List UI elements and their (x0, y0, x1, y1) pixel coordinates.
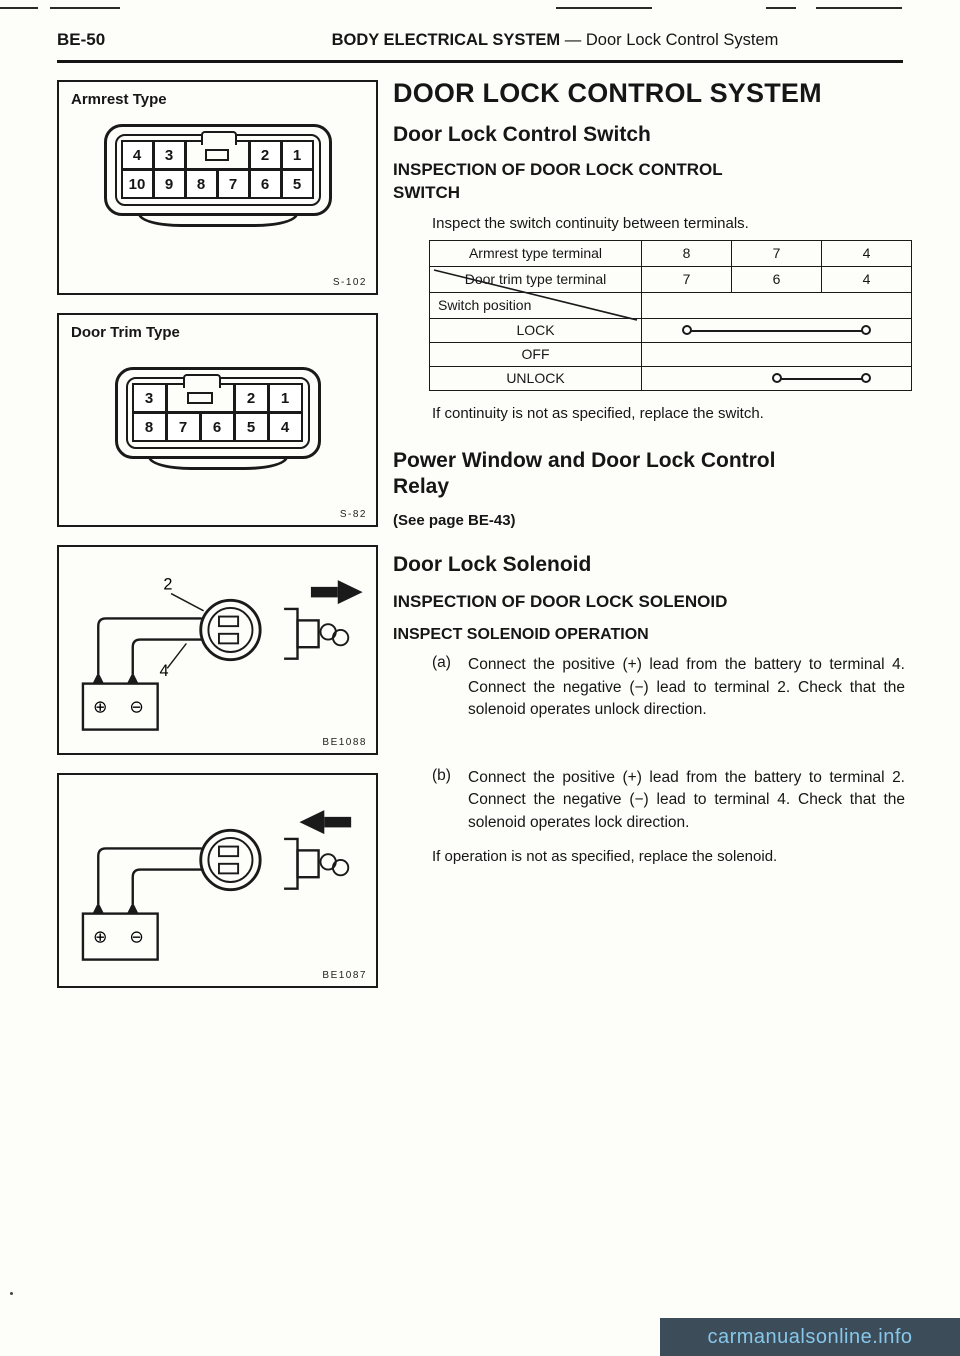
terminal-cell: 7 (731, 239, 822, 267)
pin-cell: 2 (233, 383, 269, 413)
relay-section-title: Power Window and Door Lock Control Relay (393, 448, 776, 499)
scan-artifact-line (816, 7, 902, 9)
table-row-unlock: UNLOCK (429, 365, 642, 391)
figure-ref: BE1087 (322, 970, 367, 981)
pin-cell: 8 (131, 412, 167, 442)
header-section-title: BODY ELECTRICAL SYSTEM (331, 31, 561, 49)
table-row-lock: LOCK (429, 317, 642, 343)
pin-cell: 8 (184, 169, 218, 199)
pin-cell: 9 (152, 169, 186, 199)
figure-solenoid-unlock-test: ⊕ ⊖ 2 4 BE1088 (57, 545, 378, 755)
solenoid-section-title: Door Lock Solenoid (393, 553, 592, 577)
lock-direction-arrow-icon (298, 810, 351, 835)
continuity-lock (641, 317, 912, 343)
pin-cell: 3 (152, 140, 186, 170)
solenoid-note: If operation is not as specified, replac… (432, 848, 778, 866)
terminal-cell: 4 (821, 239, 912, 267)
switch-section-title: Door Lock Control Switch (393, 123, 651, 146)
main-title: DOOR LOCK CONTROL SYSTEM (393, 78, 822, 108)
battery-minus-icon: ⊖ (129, 926, 143, 946)
connector-latch-icon (165, 374, 235, 413)
continuity-terminal-icon (861, 373, 872, 384)
figure-door-trim-connector: Door Trim Type 3 2 1 8 7 6 5 4 (57, 313, 378, 527)
terminal-2-label: 2 (163, 576, 172, 594)
figure-ref: S-82 (339, 509, 367, 520)
pin-cell: 6 (199, 412, 235, 442)
solenoid-step-b: (b) Connect the positive (+) lead from t… (432, 767, 905, 834)
pin-cell: 10 (120, 169, 154, 199)
table-header-armrest: Armrest type terminal (429, 239, 642, 267)
battery-plus-icon: ⊕ (92, 696, 106, 716)
watermark: carmanualsonline.info (660, 1318, 960, 1356)
page-header: BE-50 BODY ELECTRICAL SYSTEM — Door Lock… (57, 30, 903, 50)
step-label: (b) (432, 766, 451, 784)
pin-cell: 5 (280, 169, 314, 199)
connector-boot (147, 457, 288, 470)
figure-solenoid-lock-test: ⊕ ⊖ BE1087 (57, 773, 378, 988)
terminal-cell: 4 (821, 265, 912, 293)
pin-cell: 7 (165, 412, 201, 442)
solenoid-inspection-heading: INSPECTION OF DOOR LOCK SOLENOID (393, 592, 728, 612)
solenoid-test-diagram: ⊕ ⊖ (81, 810, 351, 961)
pin-cell: 5 (233, 412, 269, 442)
terminal-cell: 8 (641, 239, 732, 267)
continuity-off (641, 341, 912, 367)
scan-artifact-line (556, 7, 652, 9)
step-label: (a) (432, 654, 451, 672)
relay-see-page-reference: (See page BE-43) (393, 512, 516, 530)
connector-boot (137, 214, 298, 227)
pin-cell: 7 (216, 169, 250, 199)
scan-artifact-line (766, 7, 796, 9)
connector-drawing-door-trim: 3 2 1 8 7 6 5 4 (114, 367, 321, 459)
figure-ref: S-102 (332, 277, 367, 288)
figure-title: Armrest Type (71, 91, 167, 108)
table-corner-switch-position: Switch position (429, 291, 642, 319)
terminal-4-label: 4 (159, 662, 168, 680)
page-code: BE-50 (57, 30, 106, 49)
table-row-off: OFF (429, 341, 642, 367)
table-header-door-trim: Door trim type terminal (429, 265, 642, 293)
continuity-unlock (641, 365, 912, 391)
pin-cell: 3 (131, 383, 167, 413)
pin-cell: 4 (120, 140, 154, 170)
table-blank-cell (641, 291, 912, 319)
continuity-table: Armrest type terminal 8 7 4 Door trim ty… (429, 239, 912, 391)
terminal-cell: 6 (731, 265, 822, 293)
battery-minus-icon: ⊖ (129, 696, 143, 716)
pin-cell: 1 (267, 383, 303, 413)
switch-inspection-intro: Inspect the switch continuity between te… (432, 214, 749, 232)
solenoid-operation-heading: INSPECT SOLENOID OPERATION (393, 626, 649, 644)
unlock-direction-arrow-icon (310, 580, 363, 605)
header-rule (57, 60, 903, 63)
figure-ref: BE1088 (322, 737, 367, 748)
continuity-terminal-icon (771, 373, 782, 384)
scan-artifact-dot (10, 1292, 13, 1295)
step-text: Connect the positive (+) lead from the b… (468, 768, 905, 831)
pin-cell: 4 (267, 412, 303, 442)
connector-latch-icon (184, 131, 250, 170)
continuity-terminal-icon (681, 325, 692, 336)
pin-cell: 1 (280, 140, 314, 170)
terminal-cell: 7 (641, 265, 732, 293)
scan-artifact-line (50, 7, 120, 9)
scan-artifact-line (0, 7, 38, 9)
switch-note: If continuity is not as specified, repla… (432, 404, 764, 422)
main-content: DOOR LOCK CONTROL SYSTEM Door Lock Contr… (393, 78, 912, 866)
header-title: BODY ELECTRICAL SYSTEM — Door Lock Contr… (207, 31, 903, 50)
figure-title: Door Trim Type (71, 324, 180, 341)
figure-armrest-connector: Armrest Type 4 3 2 1 10 9 8 7 6 5 (57, 80, 378, 295)
connector-drawing-armrest: 4 3 2 1 10 9 8 7 6 5 (103, 124, 332, 216)
header-subsection-title: — Door Lock Control System (564, 31, 779, 49)
solenoid-step-a: (a) Connect the positive (+) lead from t… (432, 654, 905, 721)
switch-inspection-heading: INSPECTION OF DOOR LOCK CONTROL SWITCH (393, 160, 723, 202)
step-text: Connect the positive (+) lead from the b… (468, 656, 905, 719)
pin-cell: 2 (248, 140, 282, 170)
battery-plus-icon: ⊕ (92, 926, 106, 946)
pin-cell: 6 (248, 169, 282, 199)
continuity-terminal-icon (861, 325, 872, 336)
solenoid-test-diagram: ⊕ ⊖ 2 4 (81, 576, 363, 731)
